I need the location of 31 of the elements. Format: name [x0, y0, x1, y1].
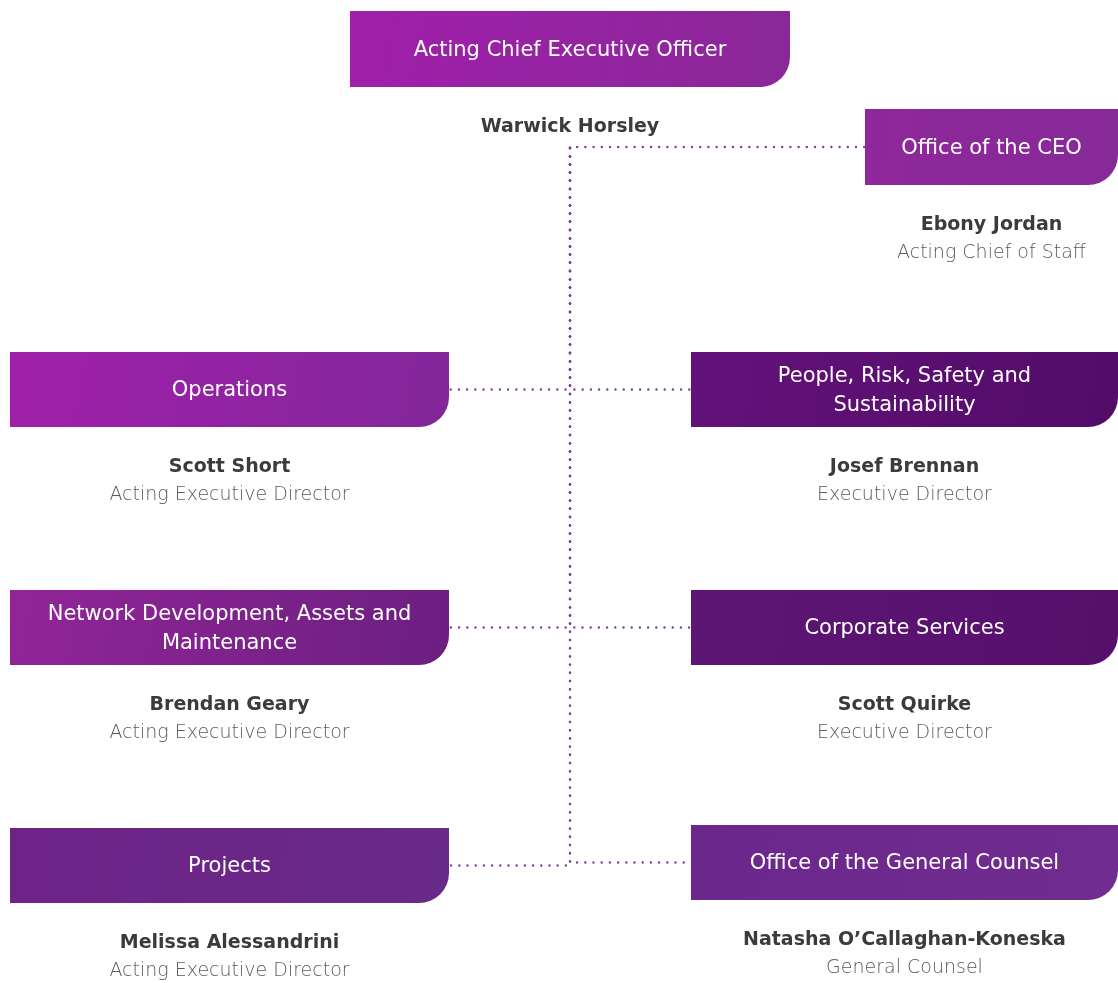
role-title: Acting Executive Director	[109, 957, 350, 982]
department-box	[691, 352, 1118, 427]
person-name: Melissa Alessandrini	[119, 929, 340, 954]
department-title: Office of the CEO	[901, 133, 1082, 161]
person-name: Brendan Geary	[149, 691, 310, 716]
role-title: Executive Director	[817, 481, 992, 506]
department-title: Acting Chief Executive Officer	[413, 35, 727, 63]
person-name: Scott Quirke	[837, 691, 972, 716]
role-title: General Counsel	[826, 954, 983, 979]
role-title: Acting Executive Director	[109, 719, 350, 744]
department-title: People, Risk, Safety and Sustainability	[776, 361, 1033, 418]
person-name: Natasha O’Callaghan-Koneska	[743, 926, 1066, 951]
department-box	[691, 590, 1118, 665]
person-name: Josef Brennan	[829, 453, 980, 478]
department-box	[865, 109, 1118, 185]
department-box	[10, 828, 449, 903]
department-title: Network Development, Assets and Maintenance	[46, 599, 413, 656]
role-title: Acting Executive Director	[109, 481, 350, 506]
department-box	[10, 352, 449, 427]
department-title: Projects	[188, 852, 271, 879]
role-title: Acting Chief of Staff	[897, 239, 1086, 264]
department-title: Office of the General Counsel	[749, 849, 1060, 876]
department-title: Operations	[171, 376, 288, 403]
person-name: Warwick Horsley	[480, 113, 660, 138]
person-name: Ebony Jordan	[920, 211, 1063, 236]
department-title: Corporate Services	[804, 614, 1005, 641]
role-title: Executive Director	[817, 719, 992, 744]
department-box	[10, 590, 449, 665]
department-box	[350, 11, 790, 87]
person-name: Scott Short	[168, 453, 291, 478]
department-box	[691, 825, 1118, 900]
